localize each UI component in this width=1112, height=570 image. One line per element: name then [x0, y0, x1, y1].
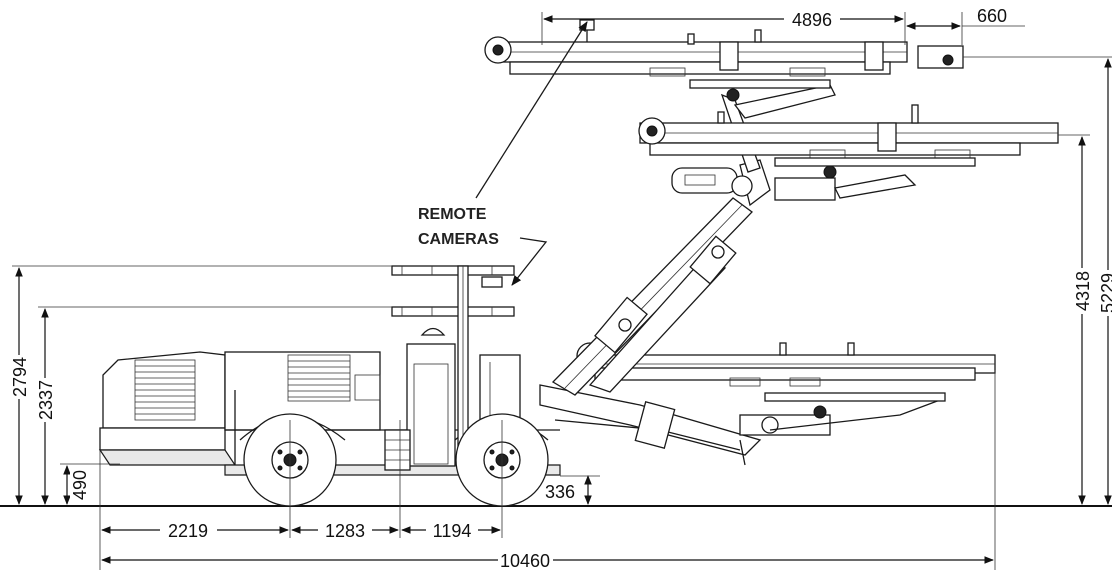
remote-cameras-callout: REMOTE CAMERAS [418, 21, 588, 286]
dim-left: 2794 2337 490 [10, 265, 392, 505]
beacon-icon [420, 327, 446, 336]
engine-grille [134, 359, 196, 421]
dim-right: 4318 5229 [963, 56, 1112, 505]
dim-10460: 10460 [500, 551, 550, 570]
remote-cameras-label-line1: REMOTE [418, 206, 487, 223]
remote-cameras-label-line2: CAMERAS [418, 231, 499, 248]
feed-middle [638, 104, 1059, 167]
dim-336: 336 [545, 482, 575, 502]
dim-4896: 4896 [792, 10, 832, 30]
dim-1194: 1194 [433, 521, 472, 541]
dim-1283: 1283 [325, 521, 365, 541]
dim-490: 490 [70, 470, 90, 500]
dim-top: 4896 660 [541, 6, 1025, 45]
dim-4318: 4318 [1073, 271, 1093, 311]
dim-bottom: 2219 1283 1194 10460 336 [99, 370, 996, 570]
dim-2219: 2219 [168, 521, 208, 541]
camera-upper-leader [475, 21, 588, 199]
feed-upper [484, 19, 964, 89]
boom-arm-raised [551, 84, 917, 396]
dim-5229: 5229 [1098, 273, 1112, 313]
dim-2794: 2794 [10, 357, 30, 397]
camera-lower-leader [511, 237, 548, 286]
dim-660: 660 [977, 6, 1007, 26]
dim-2337: 2337 [36, 380, 56, 420]
camera-icon [481, 276, 503, 288]
